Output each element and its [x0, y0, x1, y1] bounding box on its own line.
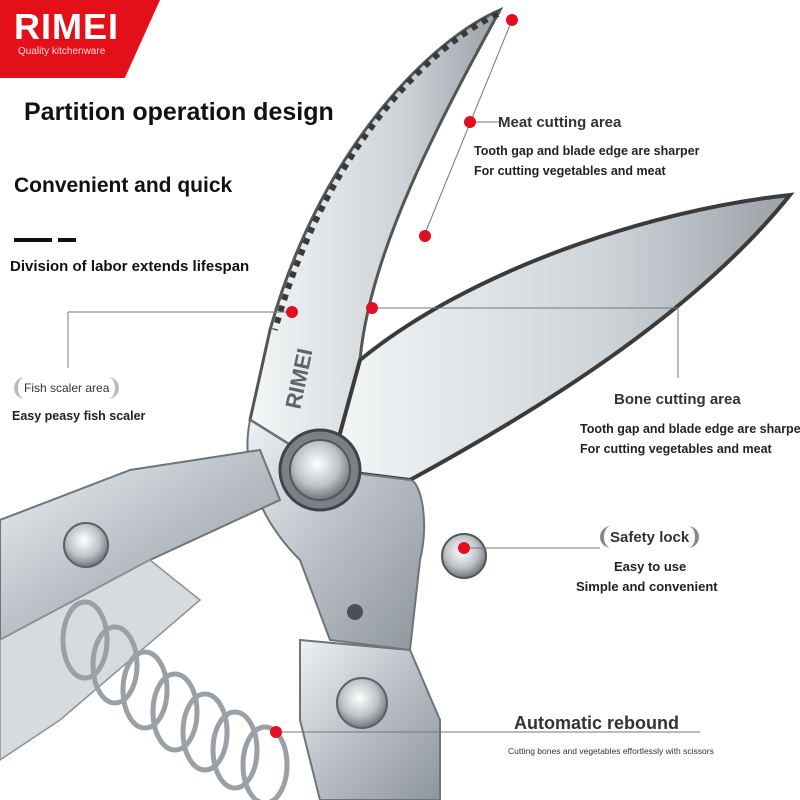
upper-handle	[0, 448, 282, 642]
meat-area-title: Meat cutting area	[498, 114, 622, 131]
pivot-screw	[289, 439, 351, 501]
fish-area-line1: Easy peasy fish scaler	[12, 409, 146, 423]
lock-title: Safety lock	[610, 528, 690, 546]
brand-tagline: Quality kitchenware	[18, 46, 106, 57]
meat-area-line1: Tooth gap and blade edge are sharper	[474, 144, 700, 158]
divider-dash-short	[58, 238, 76, 242]
lock-line2: Simple and convenient	[576, 579, 718, 594]
safety-lock-knob	[441, 533, 487, 579]
lock-line1: Easy to use	[614, 559, 687, 574]
divider-dash-long	[14, 238, 52, 242]
hole	[347, 604, 363, 620]
brand-logo: RIMEI	[14, 6, 120, 47]
rebound-spring	[60, 599, 290, 800]
rivet-lower	[336, 677, 388, 729]
headline-title: Partition operation design	[24, 98, 334, 126]
rivet-left	[63, 522, 109, 568]
callout-dots	[270, 14, 518, 738]
bone-area-line2: For cutting vegetables and meat	[580, 442, 772, 456]
bone-area-line1: Tooth gap and blade edge are sharper	[580, 422, 800, 436]
meat-area-line2: For cutting vegetables and meat	[474, 164, 666, 178]
rebound-title: Automatic rebound	[514, 713, 679, 733]
headline-subtitle: Convenient and quick	[14, 174, 233, 197]
fish-area-pill: Fish scaler area	[14, 377, 120, 399]
fish-area-title: Fish scaler area	[24, 381, 110, 395]
serrated-edge	[272, 11, 500, 331]
bone-area-title: Bone cutting area	[614, 391, 741, 408]
lock-pill: Safety lock	[600, 526, 700, 548]
bone-cutting-blade	[327, 192, 795, 483]
rebound-line1: Cutting bones and vegetables effortlessl…	[508, 746, 714, 756]
leader-lines	[67, 19, 700, 733]
headline-note: Division of labor extends lifespan	[10, 258, 250, 275]
